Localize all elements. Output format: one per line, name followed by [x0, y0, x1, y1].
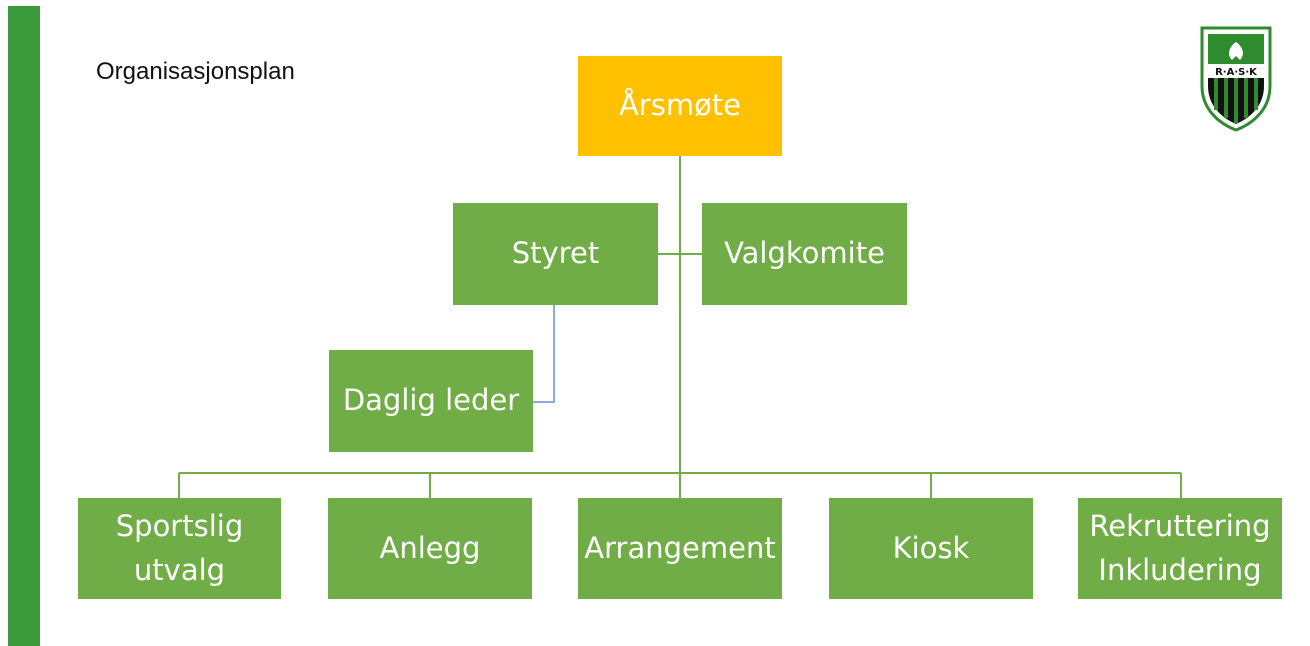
node-arsmote-label: Årsmøte [618, 88, 742, 123]
node-daglig-leder-label: Daglig leder [342, 383, 520, 418]
node-rekruttering-inkludering-label: Rekruttering Inkludering [1089, 509, 1271, 587]
node-rekruttering-inkludering: Rekruttering Inkludering [1078, 498, 1282, 599]
node-arrangement: Arrangement [578, 498, 782, 599]
logo-text: R·A·S·K [1215, 67, 1258, 78]
node-anlegg-label: Anlegg [379, 530, 481, 565]
node-sportslig-utvalg-label: Sportslig utvalg [115, 509, 244, 587]
node-arsmote: Årsmøte [578, 56, 782, 156]
left-accent-bar [8, 6, 40, 646]
node-styret-label: Styret [511, 236, 600, 271]
node-styret: Styret [453, 203, 658, 305]
rask-club-logo: R·A·S·K [1200, 26, 1272, 132]
node-anlegg: Anlegg [328, 498, 532, 599]
node-valgkomite: Valgkomite [702, 203, 907, 305]
page-title: Organisasjonsplan [96, 58, 295, 85]
node-kiosk: Kiosk [829, 498, 1033, 599]
node-arrangement-label: Arrangement [584, 530, 776, 565]
daglig-leder-connector [533, 305, 555, 403]
node-valgkomite-label: Valgkomite [724, 236, 885, 271]
node-sportslig-utvalg: Sportslig utvalg [78, 498, 281, 599]
node-kiosk-label: Kiosk [892, 530, 970, 565]
node-daglig-leder: Daglig leder [329, 350, 533, 452]
